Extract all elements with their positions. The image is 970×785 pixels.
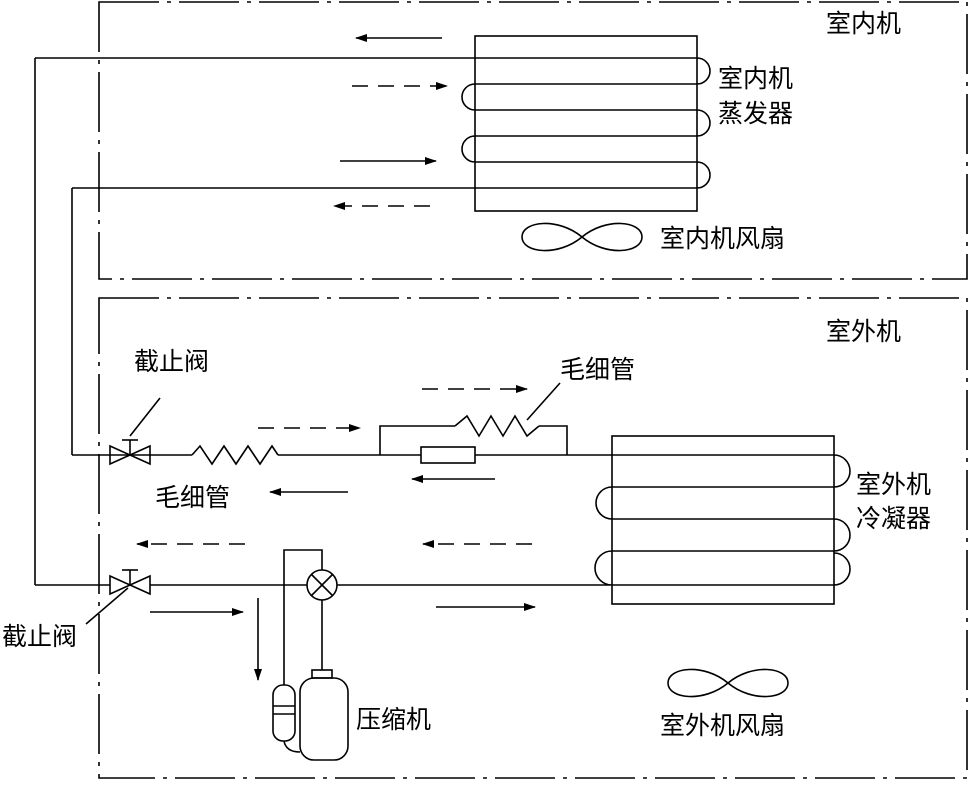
indoor-unit-label: 室内机 — [826, 9, 901, 38]
reversing-valve — [306, 569, 338, 670]
condenser-label-line2: 冷凝器 — [856, 504, 931, 533]
indoor-fan-label: 室内机风扇 — [660, 224, 785, 253]
indoor-fan-icon — [521, 222, 643, 252]
check-valve — [420, 446, 476, 464]
lower-valve-label: 截止阀 — [2, 622, 77, 651]
lower-shutoff-valve — [85, 569, 151, 625]
outdoor-unit-label: 室外机 — [826, 317, 901, 346]
condenser-coil — [594, 435, 851, 605]
upper-capillary-label: 毛细管 — [560, 355, 635, 384]
outdoor-fan-label: 室外机风扇 — [660, 711, 785, 740]
flow-arrows — [136, 34, 536, 681]
lower-capillary-tube — [191, 444, 279, 466]
outdoor-unit-boundary — [98, 297, 968, 779]
condenser-label-line1: 室外机 — [856, 470, 931, 499]
evaporator-label-line2: 蒸发器 — [718, 99, 793, 128]
lower-capillary-label: 毛细管 — [155, 483, 230, 512]
outdoor-fan-icon — [667, 668, 789, 698]
indoor-unit-boundary — [98, 1, 968, 280]
upper-valve-label: 截止阀 — [134, 347, 209, 376]
accumulator — [272, 549, 323, 753]
evaporator-coil — [35, 35, 711, 212]
evaporator-label-line1: 室内机 — [718, 64, 793, 93]
compressor-label: 压缩机 — [356, 705, 431, 734]
upper-shutoff-valve — [109, 397, 161, 466]
bypass-branch — [379, 382, 568, 455]
compressor — [299, 669, 349, 761]
